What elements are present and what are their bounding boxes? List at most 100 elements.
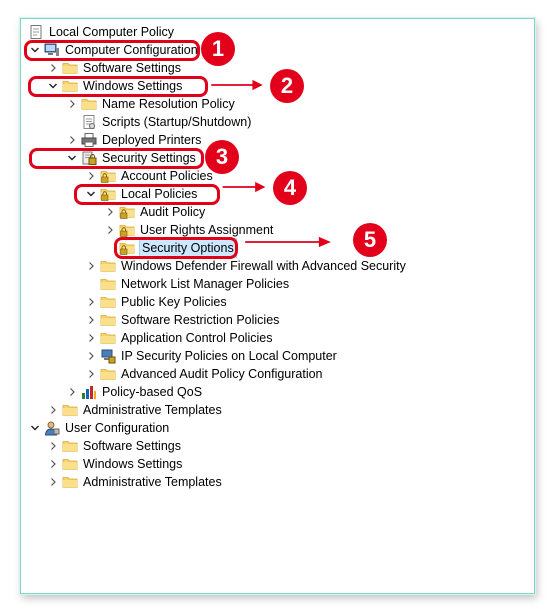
- tree-item-network-list[interactable]: Network List Manager Policies: [100, 275, 289, 293]
- chevron-right-icon[interactable]: [84, 311, 98, 329]
- tree-item-cc-admin-templates[interactable]: Administrative Templates: [46, 401, 222, 419]
- uc-windows-settings-label: Windows Settings: [83, 457, 183, 471]
- deployed-printers-label: Deployed Printers: [102, 133, 202, 147]
- computer-icon: [44, 42, 60, 58]
- tree-root[interactable]: Local Computer Policy: [28, 23, 174, 41]
- tree-item-public-key[interactable]: Public Key Policies: [84, 293, 227, 311]
- chevron-right-icon[interactable]: [46, 401, 60, 419]
- security-shield-icon: [81, 150, 97, 166]
- cc-software-settings-label: Software Settings: [83, 61, 181, 75]
- step-badge-3: 3: [205, 140, 239, 174]
- folder-icon: [62, 456, 78, 472]
- folder-icon: [62, 402, 78, 418]
- advanced-audit-label: Advanced Audit Policy Configuration: [121, 367, 323, 381]
- tree-item-uc-software-settings[interactable]: Software Settings: [46, 437, 181, 455]
- bar-chart-icon: [81, 384, 97, 400]
- chevron-right-icon[interactable]: [84, 167, 98, 185]
- policy-document-icon: [28, 24, 44, 40]
- locked-folder-icon: [100, 168, 116, 184]
- chevron-right-icon[interactable]: [46, 59, 60, 77]
- firewall-label: Windows Defender Firewall with Advanced …: [121, 259, 406, 273]
- cc-admin-templates-label: Administrative Templates: [83, 403, 222, 417]
- tree-item-software-restriction[interactable]: Software Restriction Policies: [84, 311, 279, 329]
- chevron-right-icon[interactable]: [103, 221, 117, 239]
- account-policies-label: Account Policies: [121, 169, 213, 183]
- chevron-right-icon[interactable]: [46, 437, 60, 455]
- policy-qos-label: Policy-based QoS: [102, 385, 203, 399]
- step-badge-4: 4: [273, 171, 307, 205]
- tree-item-deployed-printers[interactable]: Deployed Printers: [65, 131, 201, 149]
- folder-icon: [62, 474, 78, 490]
- computer-configuration-label: Computer Configuration: [65, 43, 198, 57]
- ip-security-label: IP Security Policies on Local Computer: [121, 349, 337, 363]
- arrow-2: [211, 79, 263, 91]
- step-badge-2: 2: [270, 69, 304, 103]
- callout-box-2: [28, 76, 208, 97]
- tree-item-account-policies[interactable]: Account Policies: [84, 167, 213, 185]
- security-options-label: Security Options: [139, 238, 237, 258]
- chevron-right-icon[interactable]: [65, 95, 79, 113]
- chevron-right-icon[interactable]: [46, 455, 60, 473]
- arrow-4: [222, 181, 266, 193]
- chevron-right-icon[interactable]: [84, 365, 98, 383]
- chevron-right-icon[interactable]: [103, 203, 117, 221]
- tree-item-cc-software-settings[interactable]: Software Settings: [46, 59, 181, 77]
- folder-icon: [100, 276, 116, 292]
- folder-icon: [100, 294, 116, 310]
- folder-icon: [100, 330, 116, 346]
- callout-box-4: [74, 184, 220, 205]
- user-configuration-label: User Configuration: [65, 421, 170, 435]
- locked-folder-icon: [119, 222, 135, 238]
- tree-item-cc-windows-settings[interactable]: Windows Settings: [46, 77, 182, 95]
- chevron-right-icon[interactable]: [84, 347, 98, 365]
- tree-item-computer-configuration[interactable]: Computer Configuration: [28, 41, 198, 59]
- ip-security-icon: [100, 348, 116, 364]
- uc-admin-templates-label: Administrative Templates: [83, 475, 222, 489]
- folder-icon: [62, 60, 78, 76]
- chevron-right-icon[interactable]: [65, 131, 79, 149]
- tree-item-uc-admin-templates[interactable]: Administrative Templates: [46, 473, 222, 491]
- chevron-right-icon[interactable]: [65, 383, 79, 401]
- tree-item-security-settings[interactable]: Security Settings: [65, 149, 196, 167]
- user-icon: [44, 420, 60, 436]
- callout-box-1: [24, 40, 200, 61]
- tree-item-user-rights-assignment[interactable]: User Rights Assignment: [103, 221, 273, 239]
- audit-policy-label: Audit Policy: [140, 205, 206, 219]
- uc-software-settings-label: Software Settings: [83, 439, 181, 453]
- software-restriction-label: Software Restriction Policies: [121, 313, 280, 327]
- folder-icon: [100, 258, 116, 274]
- public-key-label: Public Key Policies: [121, 295, 227, 309]
- tree-item-policy-qos[interactable]: Policy-based QoS: [65, 383, 202, 401]
- step-badge-1: 1: [201, 32, 235, 66]
- tree-item-ip-security[interactable]: IP Security Policies on Local Computer: [84, 347, 337, 365]
- folder-icon: [81, 96, 97, 112]
- chevron-down-icon[interactable]: [28, 419, 42, 437]
- tree-item-local-policies[interactable]: Local Policies: [84, 185, 197, 203]
- tree-item-scripts[interactable]: Scripts (Startup/Shutdown): [81, 113, 251, 131]
- tree-item-uc-windows-settings[interactable]: Windows Settings: [46, 455, 182, 473]
- callout-box-5: [114, 237, 238, 259]
- step-badge-5: 5: [353, 223, 387, 257]
- tree-item-advanced-audit[interactable]: Advanced Audit Policy Configuration: [84, 365, 323, 383]
- user-rights-assignment-label: User Rights Assignment: [140, 223, 274, 237]
- tree-item-user-configuration[interactable]: User Configuration: [28, 419, 169, 437]
- name-resolution-policy-label: Name Resolution Policy: [102, 97, 235, 111]
- tree-item-name-resolution-policy[interactable]: Name Resolution Policy: [65, 95, 235, 113]
- folder-icon: [62, 438, 78, 454]
- network-list-label: Network List Manager Policies: [121, 277, 290, 291]
- security-settings-label: Security Settings: [102, 151, 196, 165]
- folder-icon: [100, 366, 116, 382]
- tree-item-audit-policy[interactable]: Audit Policy: [103, 203, 205, 221]
- chevron-right-icon[interactable]: [84, 329, 98, 347]
- callout-box-3: [29, 148, 204, 169]
- tree-item-firewall[interactable]: Windows Defender Firewall with Advanced …: [84, 257, 406, 275]
- tree-root-label: Local Computer Policy: [49, 25, 175, 39]
- printer-icon: [81, 132, 97, 148]
- folder-icon: [100, 312, 116, 328]
- chevron-right-icon[interactable]: [46, 473, 60, 491]
- tree-item-application-control[interactable]: Application Control Policies: [84, 329, 272, 347]
- chevron-right-icon[interactable]: [84, 257, 98, 275]
- script-icon: [81, 114, 97, 130]
- tree-item-security-options[interactable]: Security Options: [119, 238, 237, 258]
- chevron-right-icon[interactable]: [84, 293, 98, 311]
